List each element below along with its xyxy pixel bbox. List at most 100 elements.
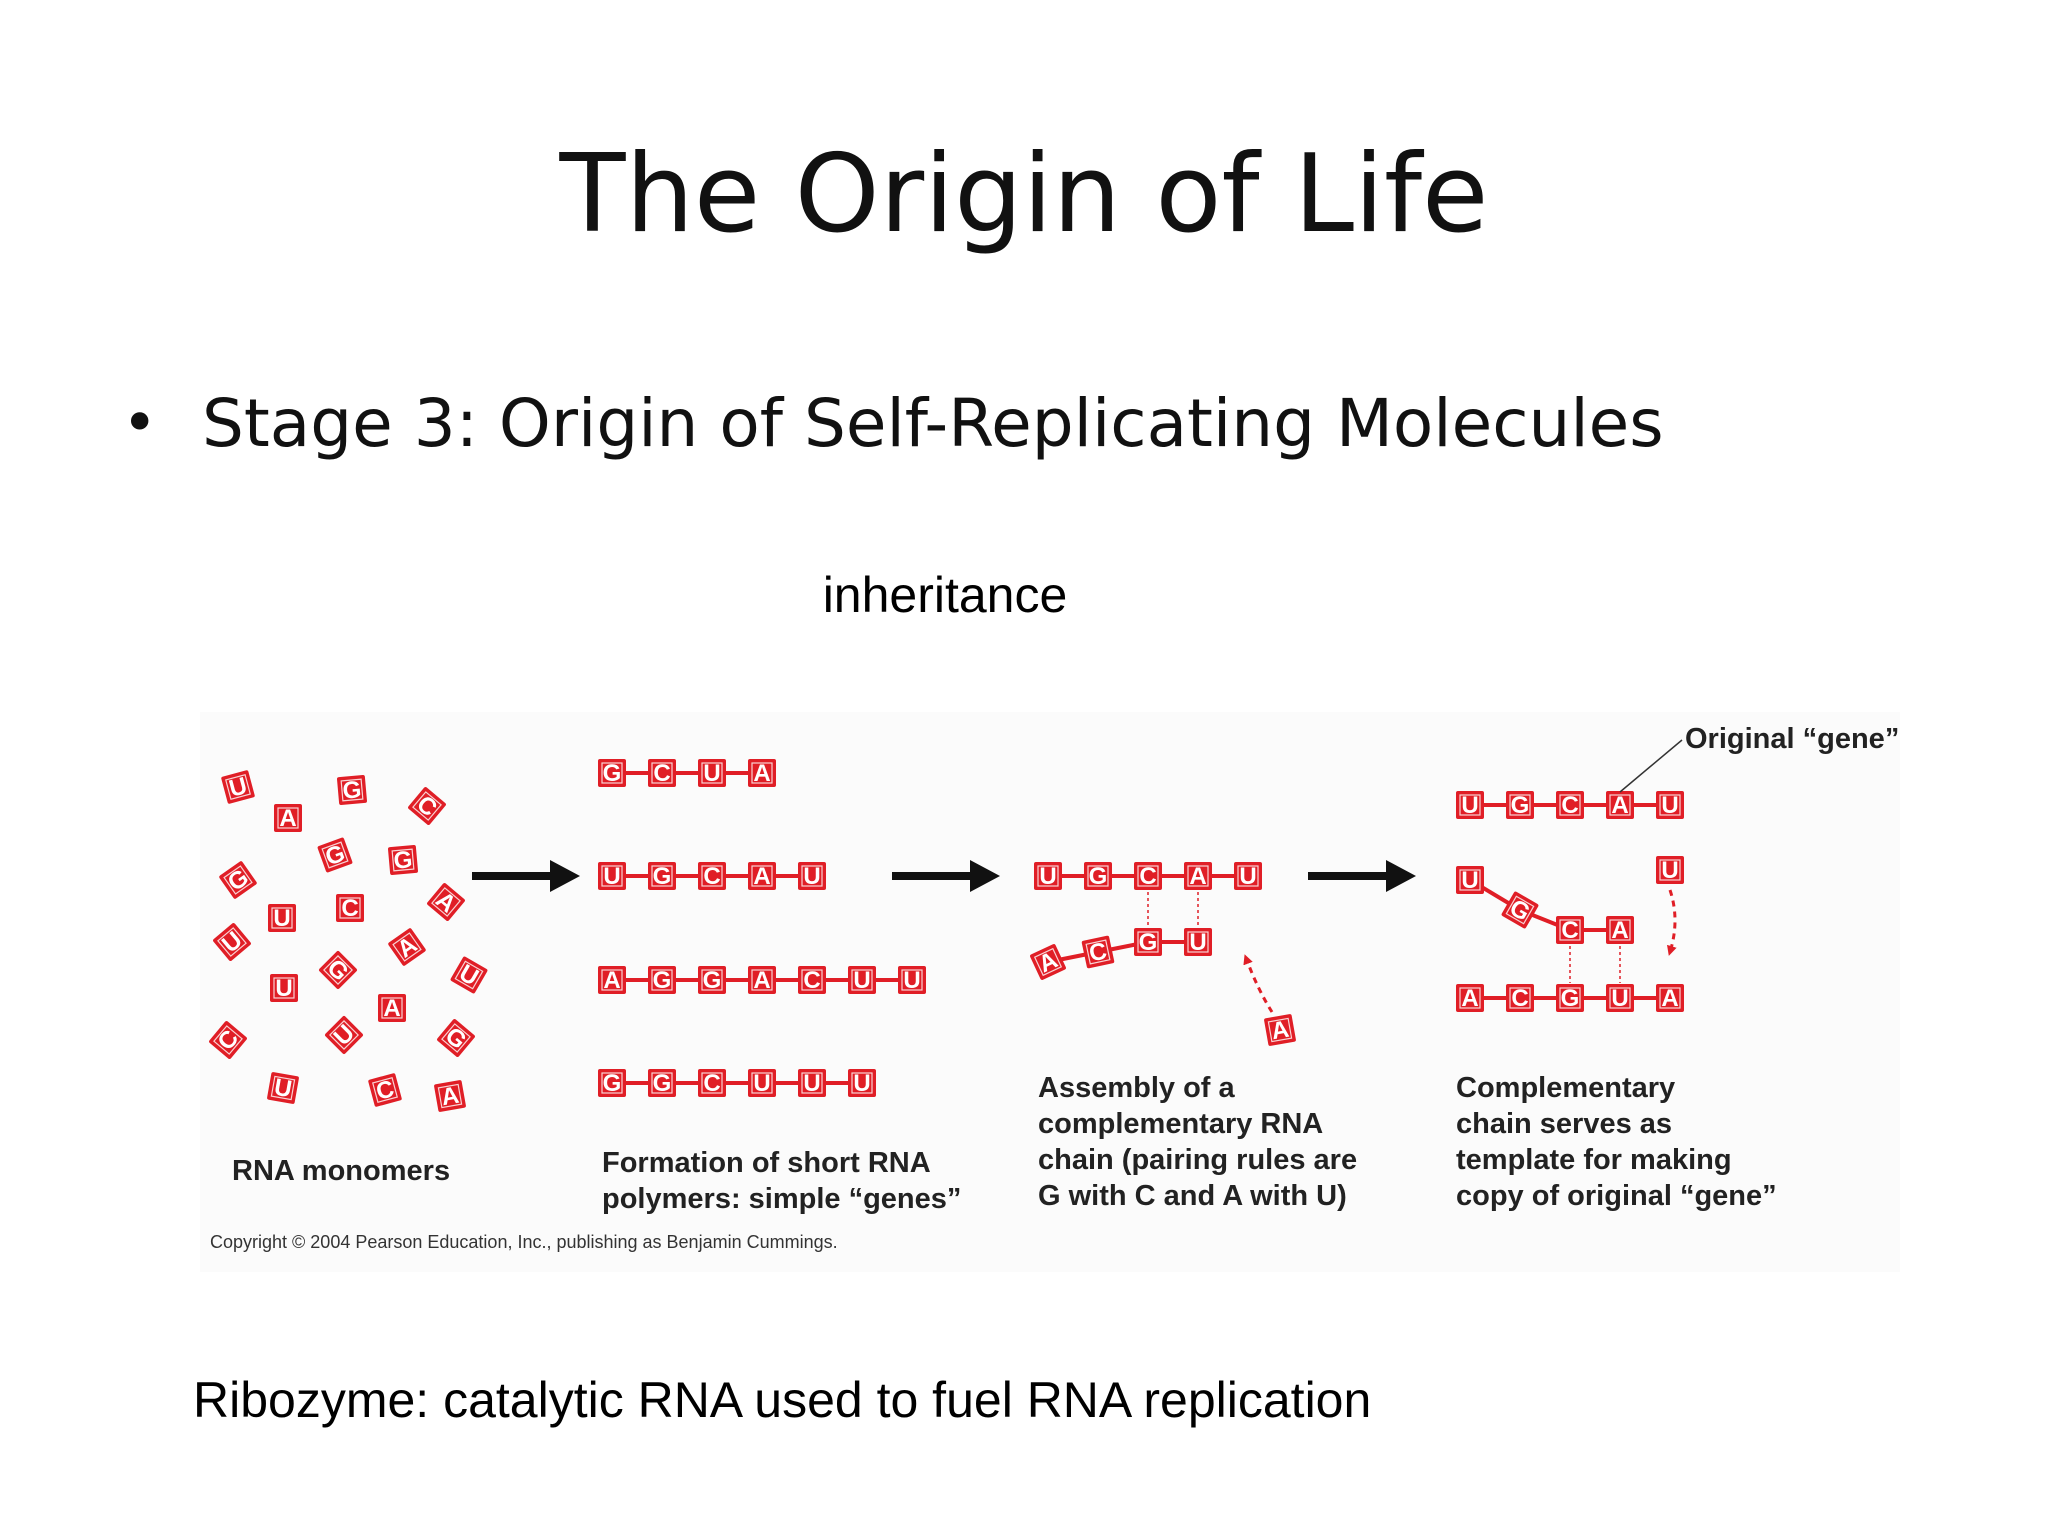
- polymer-4-base: U: [748, 1069, 776, 1097]
- base-letter: U: [853, 1070, 870, 1097]
- base-tile-square: [798, 1069, 826, 1097]
- base-tile-square: [1134, 862, 1162, 890]
- base-tile-inner-border: [1137, 931, 1159, 953]
- polymer-4-base: U: [848, 1069, 876, 1097]
- template-chain-base: U: [1606, 984, 1634, 1012]
- base-tile-square: [1234, 862, 1262, 890]
- polymer-2-base: U: [598, 862, 626, 890]
- monomer-tile: U: [450, 956, 488, 994]
- monomer-tile: C: [336, 894, 364, 922]
- base-letter: A: [1661, 985, 1678, 1012]
- polymers-caption: polymers: simple “genes”: [602, 1183, 961, 1215]
- original-gene-base: C: [1556, 791, 1584, 819]
- base-tile-square: [1606, 984, 1634, 1012]
- base-tile-inner-border: [391, 848, 415, 872]
- base-tile-square: [1030, 944, 1066, 980]
- monomer-tile: U: [213, 923, 251, 961]
- base-letter: C: [703, 863, 720, 890]
- monomer-tile: A: [427, 883, 465, 921]
- polymer-3-base: G: [648, 966, 676, 994]
- base-tile-inner-border: [381, 997, 403, 1019]
- base-letter: U: [217, 926, 248, 958]
- base-tile-inner-border: [701, 969, 723, 991]
- base-letter: C: [1087, 937, 1110, 967]
- monomer-tile: U: [267, 1072, 299, 1104]
- base-tile-square: [648, 862, 676, 890]
- base-letter: G: [653, 1070, 672, 1097]
- base-letter: A: [1189, 863, 1206, 890]
- assembly-partial-backbone: [1047, 940, 1198, 964]
- base-letter: C: [703, 1070, 720, 1097]
- slide-title: The Origin of Life: [559, 132, 1489, 257]
- polymer-3-base: U: [848, 966, 876, 994]
- base-letter: U: [703, 760, 720, 787]
- arrow-head: [550, 860, 580, 892]
- base-tile-inner-border: [1509, 794, 1531, 816]
- monomer-tile: A: [434, 1080, 466, 1112]
- base-tile-square: [1456, 866, 1484, 894]
- assembly-partial-base: A: [1030, 944, 1066, 980]
- monomer-tile: U: [270, 974, 298, 1002]
- base-letter: G: [1139, 929, 1158, 956]
- base-tile-square: [748, 759, 776, 787]
- polymer-3-base: C: [798, 966, 826, 994]
- base-tile-square: [219, 861, 257, 899]
- original-gene-base: U: [1456, 791, 1484, 819]
- monomer-tile: G: [437, 1019, 475, 1057]
- base-letter: U: [226, 772, 250, 803]
- base-tile-inner-border: [277, 807, 299, 829]
- base-letter: C: [803, 967, 820, 994]
- monomer-tile: A: [378, 994, 406, 1022]
- base-letter: G: [1089, 863, 1108, 890]
- monomers-caption: RNA monomers: [232, 1155, 450, 1187]
- base-letter: A: [392, 931, 422, 963]
- assembly-caption: G with C and A with U): [1038, 1180, 1347, 1212]
- base-tile-square: [209, 1021, 247, 1059]
- new-chain-base: U: [1456, 866, 1484, 894]
- base-tile-inner-border: [1037, 865, 1059, 887]
- base-tile-square: [1134, 928, 1162, 956]
- base-letter: C: [373, 1075, 397, 1106]
- monomer-tile: C: [368, 1073, 402, 1107]
- base-tile-square: [798, 966, 826, 994]
- base-tile-square: [270, 974, 298, 1002]
- original-gene-label: Original “gene”: [1685, 723, 1899, 755]
- base-tile-square: [598, 759, 626, 787]
- base-tile-inner-border: [392, 932, 422, 962]
- base-tile-square: [1084, 862, 1112, 890]
- monomer-tile: A: [274, 804, 302, 832]
- base-letter: U: [272, 1074, 294, 1104]
- base-tile-square: [698, 759, 726, 787]
- base-tile-inner-border: [1187, 865, 1209, 887]
- base-tile-inner-border: [1137, 865, 1159, 887]
- base-letter: G: [603, 760, 622, 787]
- base-letter: C: [1139, 863, 1156, 890]
- base-tile-inner-border: [1609, 919, 1631, 941]
- replication-caption: copy of original “gene”: [1456, 1180, 1777, 1212]
- base-letter: U: [1039, 863, 1056, 890]
- base-tile-square: [798, 862, 826, 890]
- base-tile-inner-border: [437, 1083, 463, 1109]
- incoming-arrow: [1667, 889, 1677, 956]
- base-tile-inner-border: [651, 1072, 673, 1094]
- base-tile-square: [317, 837, 353, 873]
- polymer-2-base: U: [798, 862, 826, 890]
- base-letter: C: [1561, 917, 1578, 944]
- base-letter: G: [440, 1022, 472, 1055]
- base-tile-inner-border: [1459, 869, 1481, 891]
- base-tile-square: [1184, 862, 1212, 890]
- assembly-partial-base: G: [1134, 928, 1162, 956]
- base-tile-inner-border: [1459, 987, 1481, 1009]
- inheritance-note: inheritance: [822, 567, 1068, 623]
- polymer-4-base: G: [648, 1069, 676, 1097]
- polymer-4-base: G: [598, 1069, 626, 1097]
- base-tile-inner-border: [1087, 865, 1109, 887]
- original-gene-base: U: [1656, 791, 1684, 819]
- base-letter: U: [1461, 867, 1478, 894]
- original-gene-base: A: [1606, 791, 1634, 819]
- base-tile-inner-border: [271, 907, 293, 929]
- assembly-caption: Assembly of a: [1038, 1072, 1235, 1104]
- base-tile-square: [1606, 916, 1634, 944]
- monomer-tile: G: [336, 774, 368, 806]
- polymer-2-base: G: [648, 862, 676, 890]
